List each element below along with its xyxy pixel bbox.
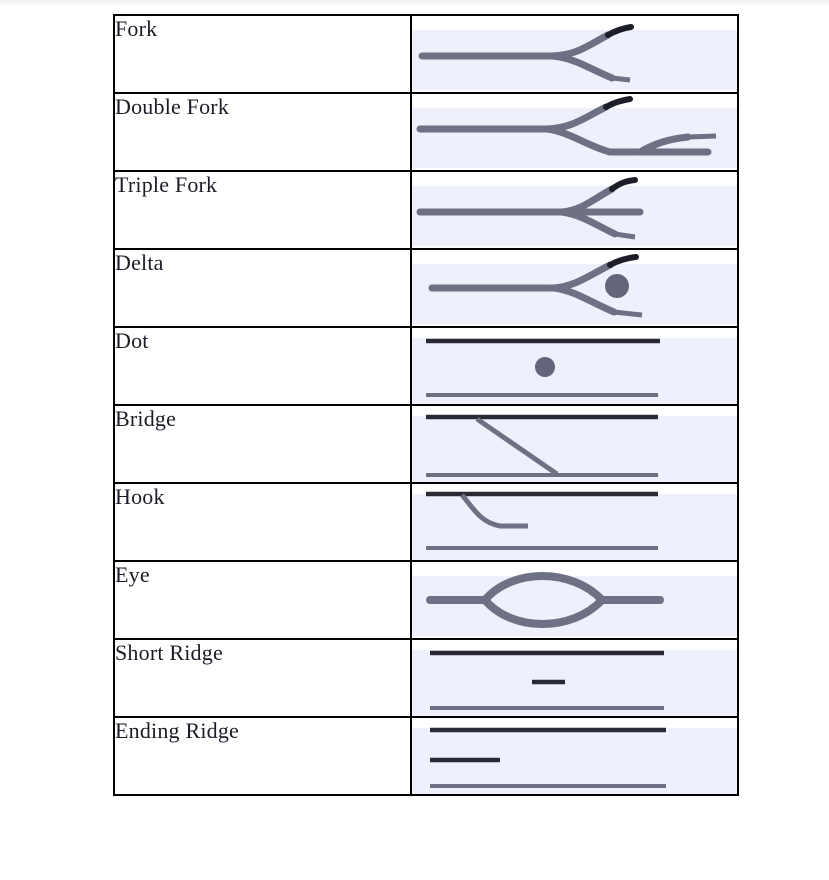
table-row: Hook [113, 482, 739, 562]
figure-background-band [412, 650, 737, 716]
minutiae-label: Delta [115, 250, 164, 275]
double-fork-ridge-figure [416, 96, 717, 156]
minutiae-figure-cell-ending-ridge [410, 716, 739, 796]
minutiae-label: Eye [115, 562, 150, 587]
table-row: Dot [113, 326, 739, 406]
minutiae-label: Short Ridge [115, 640, 223, 665]
short-ridge-figure [430, 650, 664, 710]
page-top-band [0, 0, 829, 6]
minutiae-label-cell-dot: Dot [113, 326, 412, 406]
minutiae-figure-cell-eye [410, 560, 739, 640]
minutiae-figure-cell-double-fork [410, 92, 739, 172]
minutiae-figure-cell-delta [410, 248, 739, 328]
hook-ridge-figure [426, 491, 658, 550]
table-row: Ending Ridge [113, 716, 739, 796]
minutiae-label-cell-ending-ridge: Ending Ridge [113, 716, 412, 796]
table-row: Fork [113, 14, 739, 94]
minutiae-label: Hook [115, 484, 165, 509]
minutiae-figure-cell-bridge [410, 404, 739, 484]
ending-ridge-figure [430, 727, 666, 788]
table-row: Double Fork [113, 92, 739, 172]
table-row: Triple Fork [113, 170, 739, 250]
table-row: Bridge [113, 404, 739, 484]
bridge-ridge-figure [426, 414, 658, 477]
eye-ridge-figure [426, 572, 664, 628]
minutiae-label-cell-hook: Hook [113, 482, 412, 562]
minutiae-figure-cell-fork [410, 14, 739, 94]
minutiae-label-cell-bridge: Bridge [113, 404, 412, 484]
minutiae-figure-cell-triple-fork [410, 170, 739, 250]
minutiae-label-cell-double-fork: Double Fork [113, 92, 412, 172]
minutiae-label: Double Fork [115, 94, 230, 119]
figure-background-band [412, 416, 737, 482]
minutiae-figure-cell-short-ridge [410, 638, 739, 718]
minutiae-label-cell-eye: Eye [113, 560, 412, 640]
table-row: Delta [113, 248, 739, 328]
minutiae-label: Fork [115, 16, 158, 41]
triple-fork-ridge-figure [416, 177, 644, 240]
fingerprint-minutiae-table: Fork Double Fork [113, 14, 739, 796]
minutiae-label-cell-delta: Delta [113, 248, 412, 328]
dot-ridge-figure [426, 338, 660, 397]
minutiae-label: Dot [115, 328, 149, 353]
delta-ridge-figure [428, 254, 643, 318]
minutiae-label: Ending Ridge [115, 718, 240, 743]
table-row: Short Ridge [113, 638, 739, 718]
delta-core-dot [605, 274, 629, 298]
minutiae-label-cell-short-ridge: Short Ridge [113, 638, 412, 718]
isolated-dot [535, 357, 555, 377]
minutiae-label-cell-fork: Fork [113, 14, 412, 94]
table-row: Eye [113, 560, 739, 640]
minutiae-figure-cell-dot [410, 326, 739, 406]
minutiae-label: Bridge [115, 406, 177, 431]
minutiae-label: Triple Fork [115, 172, 218, 197]
minutiae-label-cell-triple-fork: Triple Fork [113, 170, 412, 250]
fork-ridge-figure [418, 24, 634, 83]
minutiae-figure-cell-hook [410, 482, 739, 562]
